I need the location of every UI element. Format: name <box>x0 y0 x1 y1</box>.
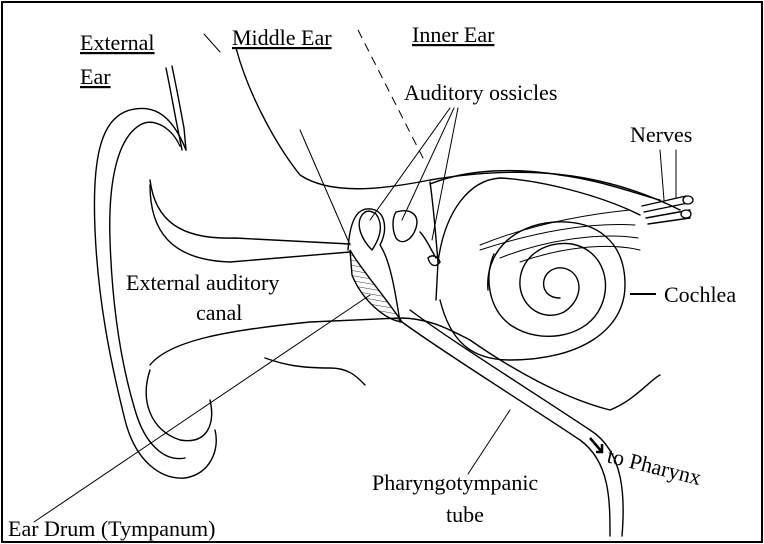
lobe-curve <box>146 370 211 441</box>
label-canal-line1: External auditory <box>126 270 279 295</box>
pharyngotympanic-tube-inner <box>410 310 623 536</box>
label-middle-ear: Middle Ear <box>232 25 332 50</box>
label-pharynx: to Pharynx <box>605 443 704 490</box>
antihelix <box>150 180 350 244</box>
label-auditory-ossicles: Auditory ossicles <box>404 80 557 105</box>
label-cochlea: Cochlea <box>664 282 736 307</box>
cochlea-spiral <box>489 243 606 336</box>
nerve-end-1 <box>683 196 693 204</box>
label-external-ear-line2: Ear <box>80 64 111 89</box>
tube-lower-wall <box>470 340 660 410</box>
concha-lower <box>150 318 470 365</box>
leader-nerves <box>660 150 664 200</box>
tragus <box>265 358 365 385</box>
nerve-end-2 <box>681 210 691 218</box>
label-tube-line1: Pharyngotympanic <box>372 470 538 495</box>
label-nerves: Nerves <box>630 122 692 147</box>
label-tube-line2: tube <box>446 502 484 527</box>
label-inner-ear: Inner Ear <box>412 22 495 47</box>
oval-window <box>430 182 438 300</box>
divider-external-middle <box>204 34 220 52</box>
ossicle-incus <box>393 211 417 242</box>
label-ear-drum: Ear Drum (Tympanum) <box>8 516 215 541</box>
auditory-nerve-fibers <box>480 210 640 262</box>
leader-eardrum <box>34 295 370 522</box>
helix-top <box>166 66 186 150</box>
label-canal-line2: canal <box>196 300 242 325</box>
leader-tube <box>468 410 510 474</box>
pharyngotympanic-tube <box>402 322 610 536</box>
pharynx-arrow <box>590 438 602 452</box>
label-external-ear-line1: External <box>80 30 155 55</box>
temporal-bone-outline <box>236 48 680 210</box>
antihelix-lower <box>150 185 350 262</box>
ossicle-malleus <box>359 211 380 250</box>
